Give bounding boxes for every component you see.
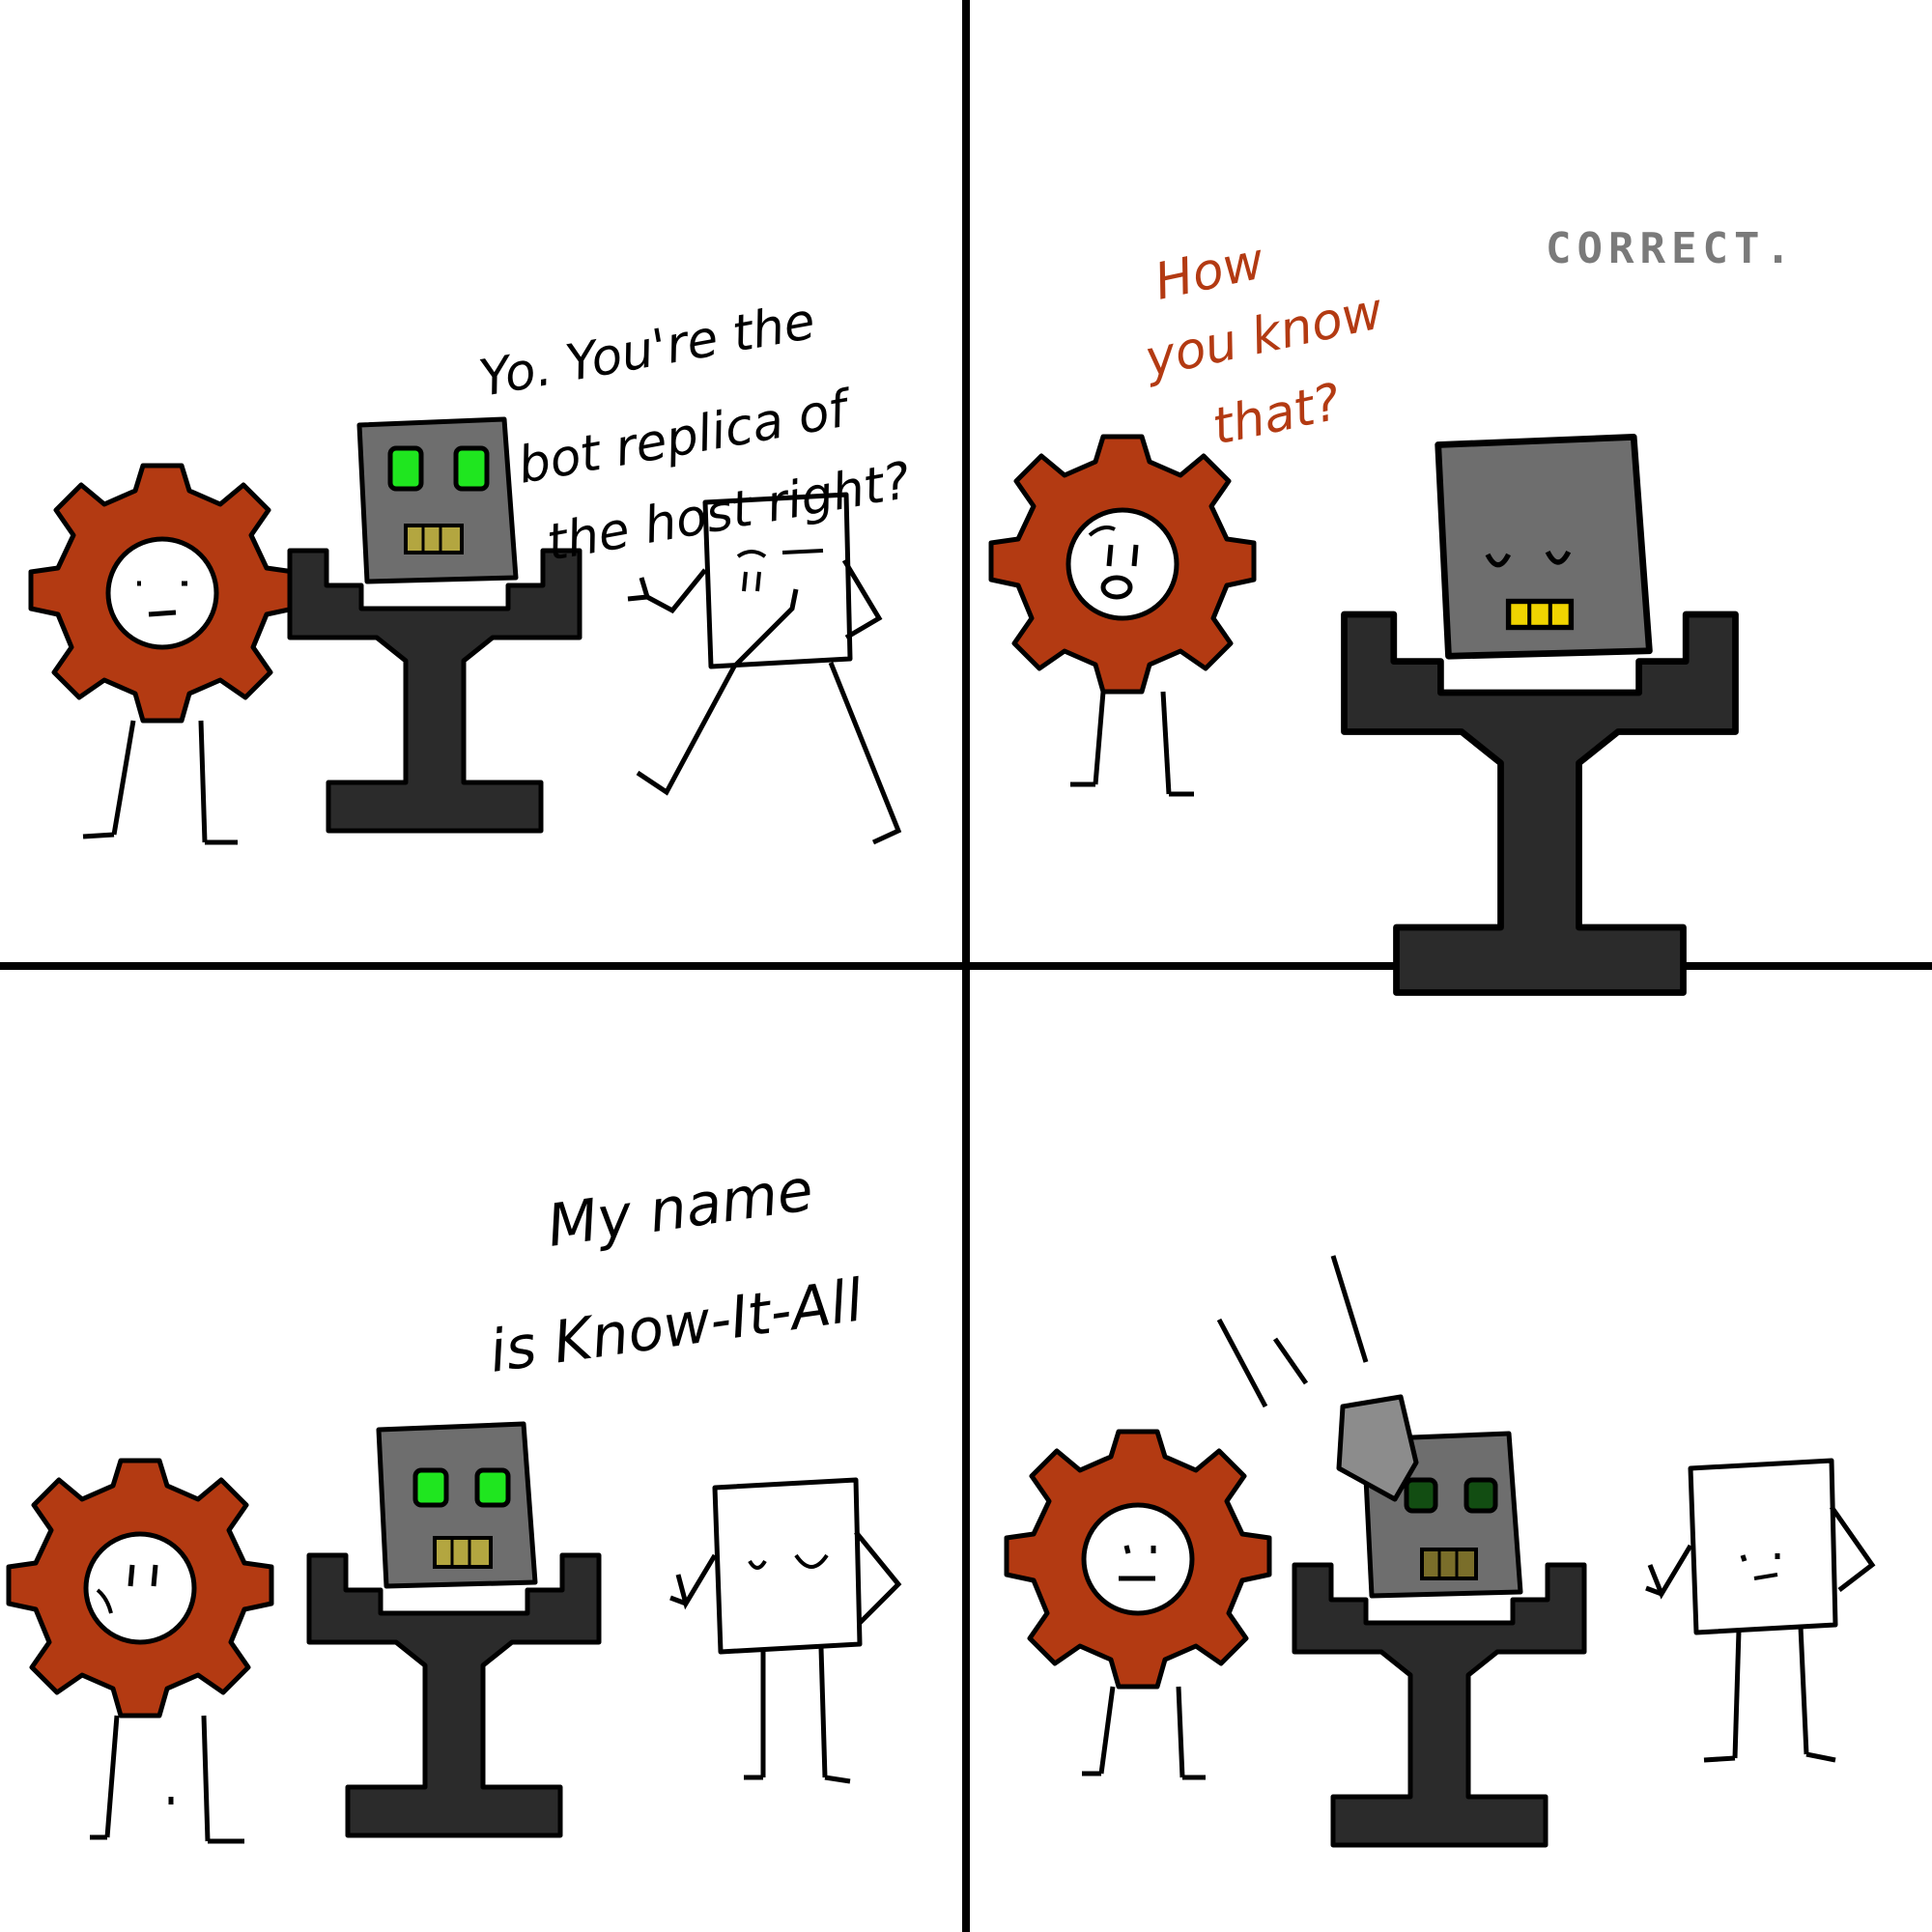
speech-line-1: Yo. You're the: [475, 293, 819, 409]
speech-line-3: that?: [1208, 373, 1346, 456]
robot-speech: CORRECT.: [1546, 224, 1797, 273]
robot-character-icon: [309, 1424, 599, 1835]
panel-2: How you know that? CORRECT.: [991, 224, 1797, 993]
robot-character-icon: [1345, 437, 1736, 992]
speech-line-1: How: [1150, 232, 1269, 311]
gear-character-icon: [1007, 1432, 1269, 1780]
paper-character-icon: [1645, 1461, 1876, 1763]
robot-character-icon: [290, 419, 580, 831]
speech-line-1: My name: [543, 1156, 817, 1261]
motion-lines-icon: [1216, 1255, 1369, 1408]
gear-character-icon: [991, 437, 1254, 797]
gear-character-icon: [9, 1461, 271, 1844]
panel-3: My name is Know-It-All: [9, 1156, 902, 1844]
panel-4: [1007, 1255, 1876, 1845]
robot-character-icon: [1294, 1394, 1584, 1845]
speech-line-2: is Know-It-All: [485, 1266, 867, 1386]
panel-1: Yo. You're the bot replica of the host r…: [31, 293, 915, 845]
paper-character-icon: [669, 1480, 902, 1784]
gear-character-icon: [31, 466, 294, 845]
paper-character-icon: [627, 495, 902, 845]
